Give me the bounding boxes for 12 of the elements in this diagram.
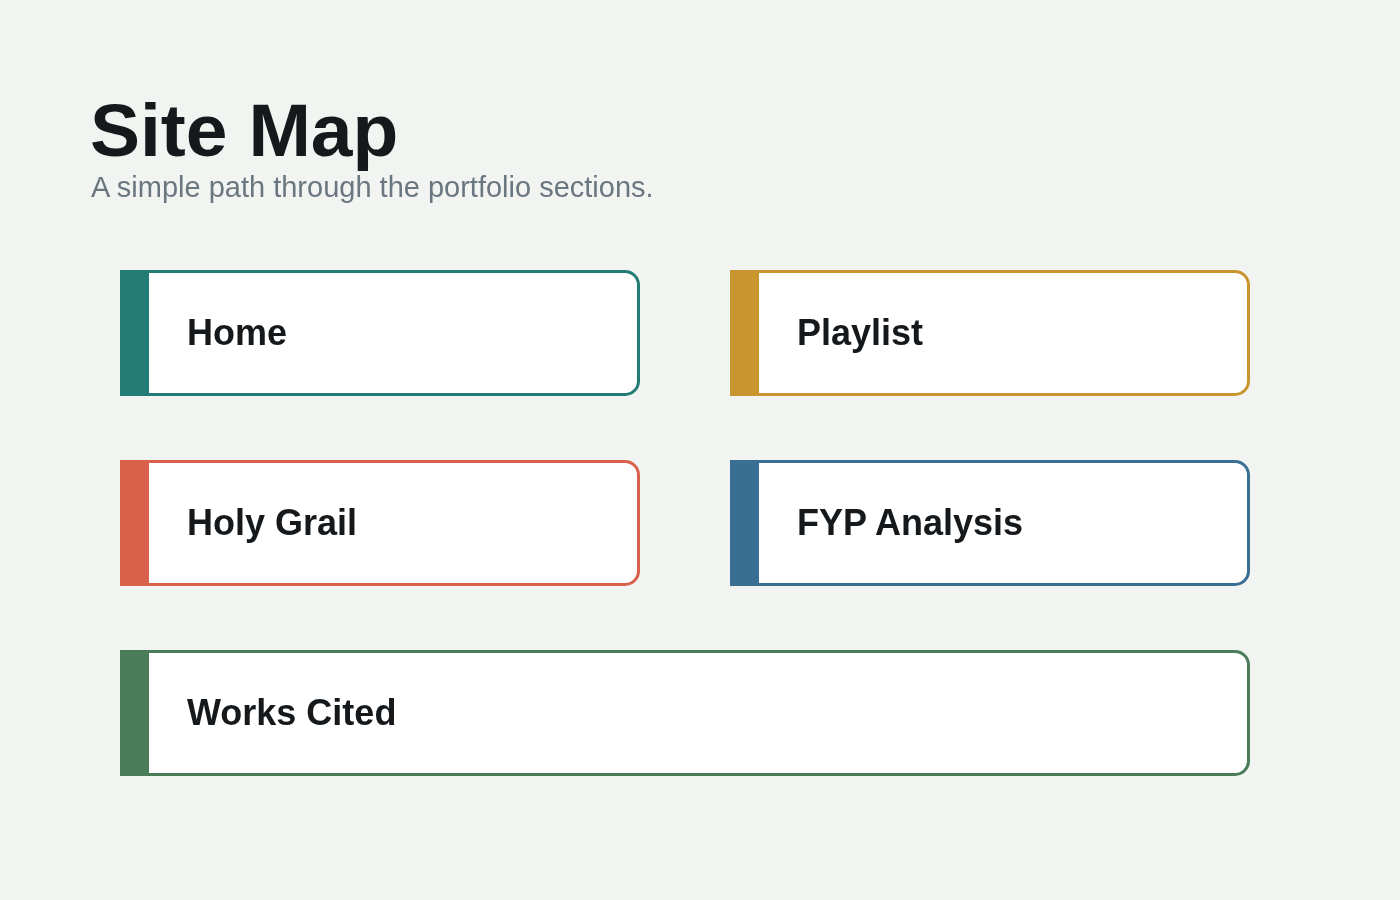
section-label: Playlist: [797, 312, 924, 354]
section-card: [120, 460, 640, 586]
diagram-caption: A simple path through the portfolio sections.: [91, 171, 654, 204]
section-label: Home: [187, 312, 288, 354]
section-card: [120, 650, 1250, 776]
section-label: Works Cited: [187, 692, 397, 734]
section-card: [730, 270, 1250, 396]
section-card: [120, 270, 640, 396]
section-label: FYP Analysis: [797, 502, 1024, 544]
diagram-title: Site Map: [90, 88, 399, 172]
section-card: [730, 460, 1250, 586]
section-label: Holy Grail: [187, 502, 358, 544]
